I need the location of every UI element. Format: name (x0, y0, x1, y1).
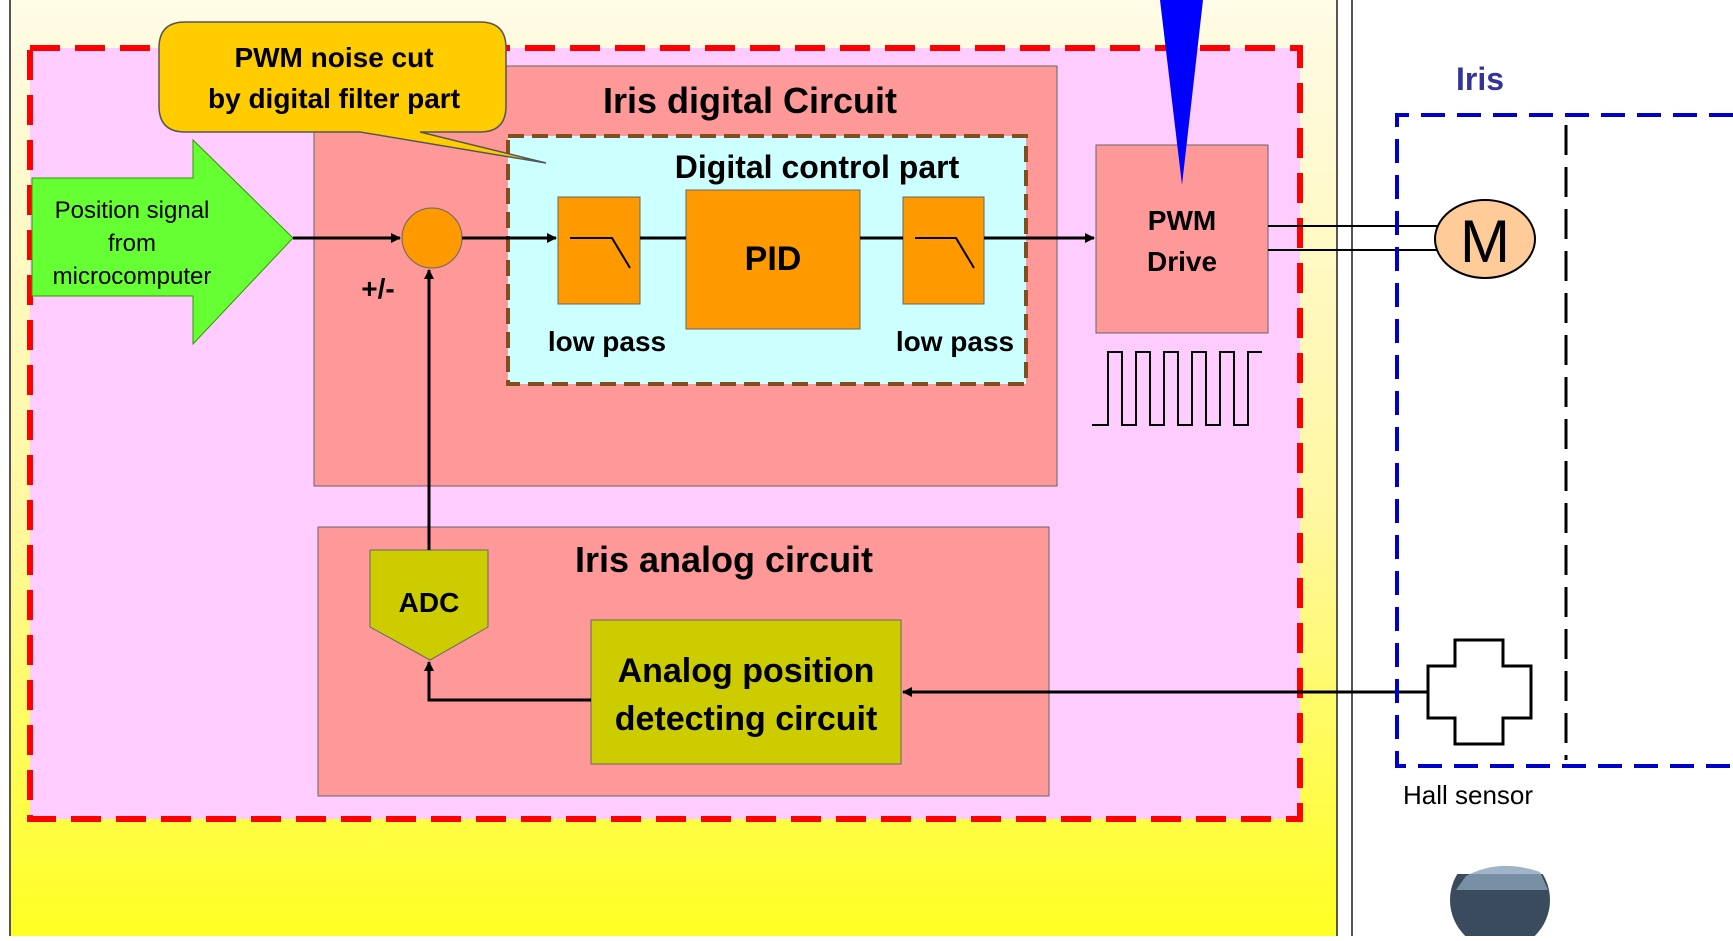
low-pass-filter-1 (557, 196, 641, 305)
detector-line1: Analog position (618, 652, 875, 690)
iris-boundary (1395, 113, 1733, 768)
input-signal-arrow (31, 138, 294, 346)
low-pass-label-1: low pass (548, 326, 666, 357)
motor-label: M (1460, 208, 1510, 275)
input-label-line2: from (108, 230, 156, 257)
hall-sensor-label: Hall sensor (1403, 780, 1533, 810)
digital-control-title: Digital control part (675, 149, 960, 185)
pwm-drive-line1: PWM (1148, 205, 1216, 236)
callout-line2: by digital filter part (208, 83, 460, 114)
summing-junction (401, 207, 463, 269)
pid-block (685, 189, 861, 330)
low-pass-symbol-1 (570, 237, 631, 269)
iris-title: Iris (1456, 61, 1504, 97)
callout-line1: PWM noise cut (234, 42, 433, 73)
callout-bubble (158, 21, 547, 164)
adc-label: ADC (399, 587, 460, 618)
pointer-arrow (1160, 0, 1203, 185)
hall-sensor-symbol (1426, 638, 1533, 746)
input-label-line1: Position signal (55, 197, 210, 224)
motor-symbol (1434, 199, 1536, 279)
low-pass-filter-2 (902, 196, 985, 305)
position-detector-block (590, 619, 902, 765)
input-label-line3: microcomputer (53, 263, 212, 290)
pwm-drive-line2: Drive (1147, 246, 1217, 277)
globe-highlight (1456, 865, 1548, 890)
low-pass-symbol-2 (915, 237, 975, 269)
digital-circuit-title: Iris digital Circuit (603, 80, 897, 121)
adc-block (369, 549, 489, 661)
pwm-waveform (1092, 351, 1262, 426)
analog-circuit-title: Iris analog circuit (575, 539, 873, 580)
detector-line2: detecting circuit (615, 700, 878, 738)
pid-label: PID (745, 240, 802, 278)
low-pass-label-2: low pass (896, 326, 1014, 357)
summing-label: +/- (361, 273, 394, 304)
line-detector-to-adc (424, 661, 591, 702)
